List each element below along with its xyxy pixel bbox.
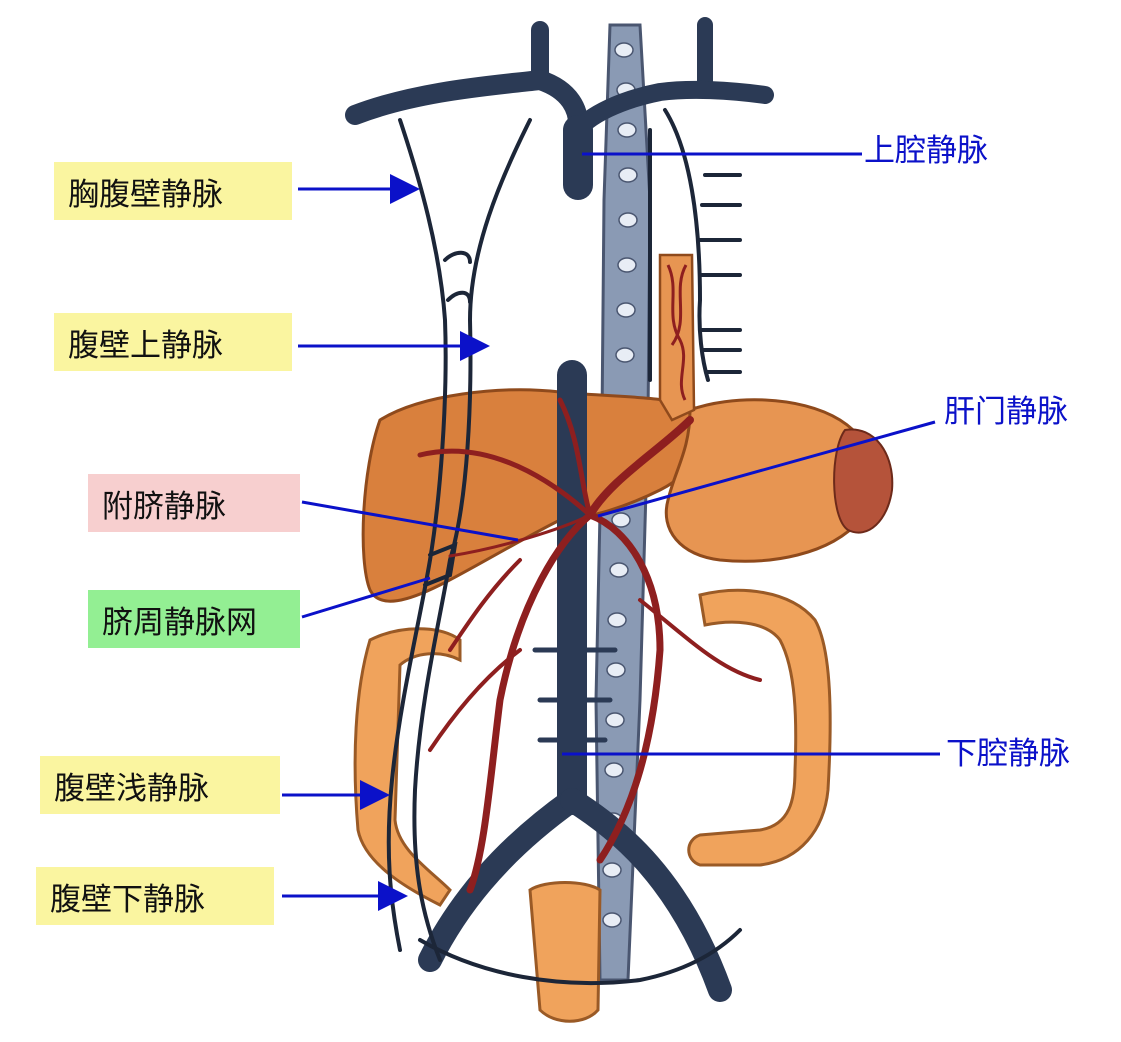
colon [353,588,832,1023]
label-inferior-epigastric-vein: 腹壁下静脉 [36,867,274,925]
inferior-vena-cava [418,360,732,1002]
label-thoracoepigastric-vein: 胸腹壁静脉 [54,162,292,220]
abdominal-wall-veins [386,118,742,986]
label-inferior-vena-cava: 下腔静脉 [946,736,1070,772]
pointer-periumbilical-plexus [301,576,431,619]
label-paraumbilical-vein: 附脐静脉 [88,474,300,532]
label-superior-vena-cava: 上腔静脉 [864,133,988,169]
spleen [833,428,894,534]
pointer-hepatic-portal-vein [597,420,936,518]
esophageal-plexus [666,264,688,401]
stomach [664,398,877,563]
portal-venous-system [417,397,762,894]
label-hepatic-portal-vein: 肝门静脉 [944,394,1068,430]
intercostal-veins [648,108,742,382]
superior-vena-cava [345,17,774,200]
pointer-paraumbilical [301,500,519,542]
label-superficial-epigastric-vein: 腹壁浅静脉 [40,756,280,814]
label-superior-epigastric-vein: 腹壁上静脉 [54,313,292,371]
label-periumbilical-venous-network: 脐周静脉网 [88,590,300,648]
